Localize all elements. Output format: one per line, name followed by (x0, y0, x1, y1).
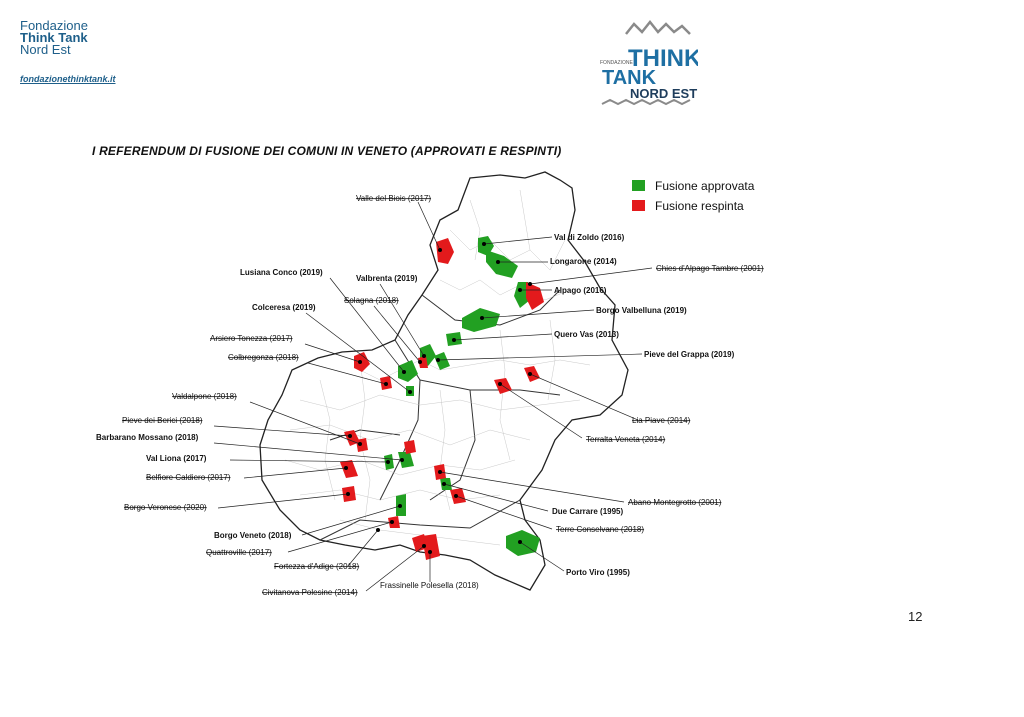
veneto-outline (259, 171, 629, 591)
anchor-dots (344, 242, 532, 554)
area-pieve-dei-berici (344, 430, 360, 446)
label-valle-del-biois: Valle del Biois (2017) (356, 194, 431, 203)
think-tank-logo: FONDAZIONE THINK TANK NORD EST (600, 20, 698, 106)
logo-mountains-icon (625, 20, 691, 35)
area-lusiana-conco (398, 360, 418, 382)
page-number: 12 (908, 609, 923, 624)
label-chies-alpago-tambre: Chies d'Alpago Tambre (2001) (656, 264, 764, 273)
area-solagna (418, 356, 428, 368)
label-longarone: Longarone (2014) (550, 257, 617, 266)
label-due-carrare: Due Carrare (1995) (552, 507, 623, 516)
area-borgo-valbelluna (462, 308, 500, 332)
label-borgo-veronese: Borgo Veronese (2020) (124, 503, 207, 512)
label-quero-vas: Quero Vas (2013) (554, 330, 619, 339)
label-civitanova-polesine: Civitanova Polesine (2014) (262, 588, 358, 597)
logo-tank: TANK (602, 67, 657, 89)
area-chies-alpago-tambre (526, 282, 544, 310)
legend-rejected-swatch (632, 200, 645, 211)
label-lia-piave: Lia Piave (2014) (632, 416, 691, 425)
brand-line-2: Think Tank (20, 30, 88, 45)
map-labels: Valle del Biois (2017) Val di Zoldo (201… (96, 194, 764, 597)
area-belfiore-caldiero (340, 460, 358, 478)
label-abano-montegrotto: Abano Montegrotto (2001) (628, 498, 722, 507)
label-solagna: Solagna (2018) (344, 296, 399, 305)
label-terralta-veneta: Terralta Veneta (2014) (586, 435, 665, 444)
logo-nord-est: NORD EST (630, 86, 697, 101)
label-borgo-veneto: Borgo Veneto (2018) (214, 531, 292, 540)
area-valdalpone (356, 438, 368, 452)
logo-small-text: FONDAZIONE (600, 60, 633, 66)
label-frassinelle-polesella: Frassinelle Polesella (2018) (380, 581, 479, 590)
area-barbarano-red (404, 440, 416, 454)
label-quattroville: Quattroville (2017) (206, 548, 272, 557)
label-lusiana-conco: Lusiana Conco (2019) (240, 268, 323, 277)
label-valdalpone: Valdalpone (2018) (172, 392, 237, 401)
label-pieve-del-grappa: Pieve del Grappa (2019) (644, 350, 735, 359)
label-pieve-dei-berici: Pieve dei Berici (2018) (122, 416, 203, 425)
rejected-areas (340, 238, 544, 560)
area-val-di-zoldo (478, 236, 494, 256)
label-fortezza-adige: Fortezza d'Adige (2018) (274, 562, 359, 571)
label-arsiero-tonezza: Arsiero Tonezza (2017) (210, 334, 293, 343)
page-title: I REFERENDUM DI FUSIONE DEI COMUNI IN VE… (92, 144, 562, 158)
label-terre-conselvane: Terre Conselvane (2018) (556, 525, 644, 534)
label-colbregonza: Colbregonza (2018) (228, 353, 299, 362)
label-val-liona: Val Liona (2017) (146, 454, 207, 463)
legend-approved-label: Fusione approvata (655, 179, 755, 193)
label-colceresa: Colceresa (2019) (252, 303, 316, 312)
website-link[interactable]: fondazionethinktank.it (20, 74, 116, 84)
map-legend: Fusione approvata Fusione respinta (632, 179, 755, 213)
label-borgo-valbelluna: Borgo Valbelluna (2019) (596, 306, 687, 315)
logo-waves-icon (601, 98, 691, 106)
brand-line-1: Fondazione (20, 18, 88, 33)
leader-lines (213, 201, 653, 592)
area-barbarano-mossano (398, 452, 414, 468)
approved-areas (384, 236, 540, 556)
area-longarone (486, 250, 518, 278)
legend-approved-swatch (632, 180, 645, 191)
brand-name: Fondazione Think Tank Nord Est (20, 18, 88, 57)
area-valle-del-biois (436, 238, 454, 264)
brand-line-3: Nord Est (20, 42, 71, 57)
label-porto-viro: Porto Viro (1995) (566, 568, 630, 577)
label-valbrenta: Valbrenta (2019) (356, 274, 418, 283)
label-belfiore-caldiero: Belfiore Caldiero (2017) (146, 473, 231, 482)
label-alpago: Alpago (2016) (554, 286, 607, 295)
area-frassinelle-polesella (422, 534, 440, 560)
label-barbarano-mossano: Barbarano Mossano (2018) (96, 433, 199, 442)
legend-rejected-label: Fusione respinta (655, 199, 744, 213)
label-val-di-zoldo: Val di Zoldo (2016) (554, 233, 625, 242)
area-pieve-del-grappa (434, 352, 450, 370)
logo-think: THINK (628, 45, 698, 72)
